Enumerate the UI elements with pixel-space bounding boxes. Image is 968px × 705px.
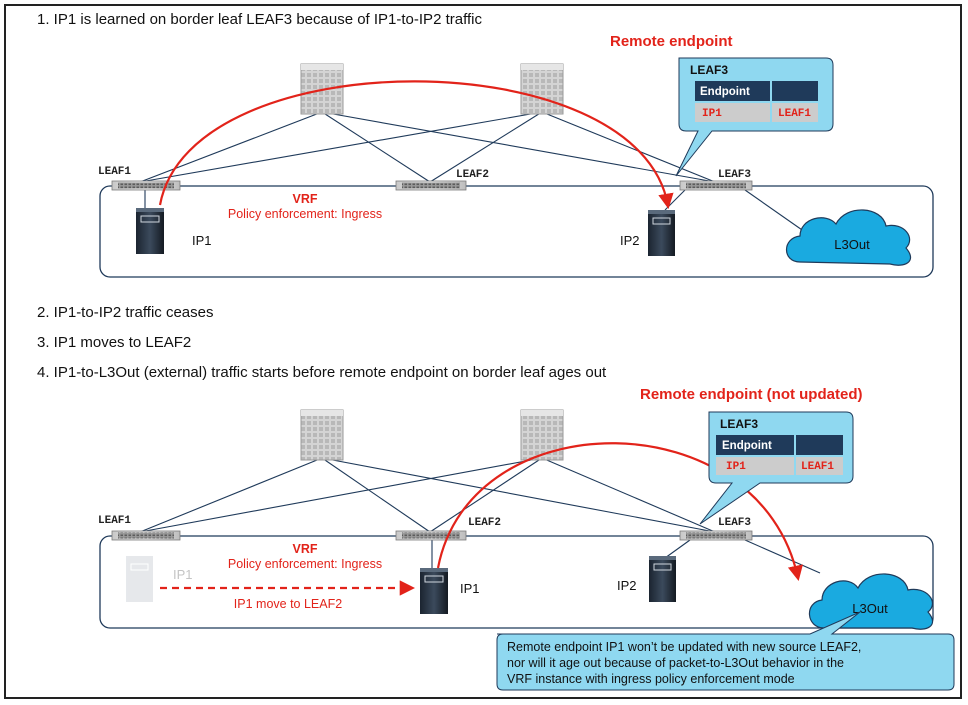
note-callout bbox=[496, 611, 955, 691]
callout-title: LEAF3 bbox=[720, 417, 758, 431]
l3out-label: L3Out bbox=[834, 237, 870, 252]
leaf1-label: LEAF1 bbox=[98, 515, 131, 527]
spine-switch bbox=[300, 63, 344, 115]
server-icon-faded bbox=[126, 556, 153, 602]
traffic-arc bbox=[436, 442, 803, 582]
top-diagram: LEAF1 LEAF2 LEAF3 IP1 IP2 VRF Policy enf… bbox=[98, 33, 934, 278]
leaf-switch-1 bbox=[111, 530, 181, 541]
step-1-text: 1. IP1 is learned on border leaf LEAF3 b… bbox=[37, 11, 482, 28]
step-2-text: 2. IP1-to-IP2 traffic ceases bbox=[37, 304, 213, 321]
remote-endpoint-label: Remote endpoint (not updated) bbox=[640, 386, 862, 403]
policy-label: Policy enforcement: Ingress bbox=[228, 557, 382, 571]
server-icon bbox=[136, 208, 164, 254]
spine-switch bbox=[300, 409, 344, 461]
leaf-switch-3 bbox=[679, 530, 753, 541]
spine-switch bbox=[520, 409, 564, 461]
step-3-text: 3. IP1 moves to LEAF2 bbox=[37, 334, 191, 351]
leaf-switch-2 bbox=[395, 180, 467, 191]
leaf3-endpoint-callout bbox=[675, 57, 834, 177]
fabric-links bbox=[139, 457, 821, 574]
callout-row-leaf: LEAF1 bbox=[778, 108, 811, 120]
server-icon bbox=[649, 556, 676, 602]
l3out-label: L3Out bbox=[852, 601, 888, 616]
vrf-label: VRF bbox=[293, 192, 318, 206]
note-line-3: VRF instance with ingress policy enforce… bbox=[507, 672, 795, 686]
leaf-switch-2 bbox=[395, 530, 467, 541]
leaf-switch-1 bbox=[111, 180, 181, 191]
callout-row-ip: IP1 bbox=[726, 461, 746, 473]
step-4-text: 4. IP1-to-L3Out (external) traffic start… bbox=[37, 364, 607, 381]
callout-row-ip: IP1 bbox=[702, 108, 722, 120]
ip1-old-label: IP1 bbox=[173, 567, 193, 582]
move-label: IP1 move to LEAF2 bbox=[234, 597, 342, 611]
traffic-arc bbox=[158, 80, 674, 210]
callout-header: Endpoint bbox=[700, 86, 750, 98]
leaf-switch-3 bbox=[679, 180, 753, 191]
ip1-label: IP1 bbox=[192, 233, 212, 248]
server-icon bbox=[648, 210, 675, 256]
callout-row-leaf: LEAF1 bbox=[801, 461, 834, 473]
l3out-cloud bbox=[785, 209, 912, 266]
ip2-label: IP2 bbox=[617, 578, 637, 593]
diagram-frame bbox=[4, 4, 962, 699]
leaf3-label: LEAF3 bbox=[718, 169, 751, 181]
ip1-new-label: IP1 bbox=[460, 581, 480, 596]
bottom-diagram: LEAF1 LEAF2 LEAF3 IP1 IP1 IP2 VRF Policy… bbox=[98, 386, 955, 691]
note-line-2: nor will it age out because of packet-to… bbox=[507, 656, 844, 670]
ip2-label: IP2 bbox=[620, 233, 640, 248]
spine-switch bbox=[520, 63, 564, 115]
remote-endpoint-label: Remote endpoint bbox=[610, 33, 733, 50]
policy-label: Policy enforcement: Ingress bbox=[228, 207, 382, 221]
callout-title: LEAF3 bbox=[690, 63, 728, 77]
leaf3-label: LEAF3 bbox=[718, 517, 751, 529]
vrf-label: VRF bbox=[293, 542, 318, 556]
callout-header: Endpoint bbox=[722, 440, 772, 452]
l3out-cloud bbox=[808, 573, 934, 630]
note-line-1: Remote endpoint IP1 won’t be updated wit… bbox=[507, 640, 861, 654]
server-icon bbox=[420, 568, 448, 614]
vrf-box bbox=[99, 535, 934, 629]
leaf2-label: LEAF2 bbox=[468, 517, 501, 529]
leaf1-label: LEAF1 bbox=[98, 166, 131, 178]
leaf3-endpoint-callout bbox=[699, 411, 854, 525]
leaf2-label: LEAF2 bbox=[456, 169, 489, 181]
